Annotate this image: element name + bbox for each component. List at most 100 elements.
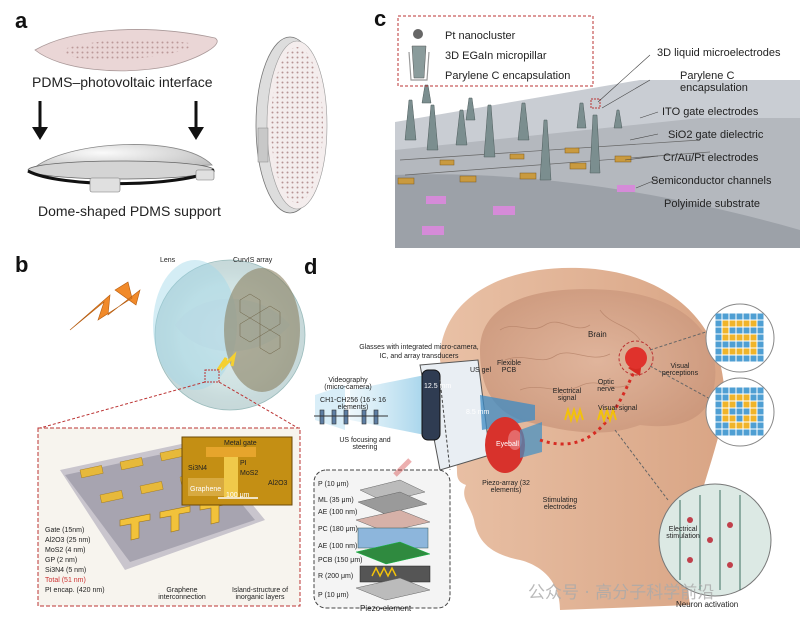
label-polyimide: Polyimide substrate [664, 198, 760, 210]
layer-gp: GP (2 nm) [45, 557, 78, 564]
perception-pixel [757, 429, 764, 436]
legend-pt: Pt nanocluster [445, 30, 516, 42]
channels-label: CH1-CH256 (16 × 16 elements) [320, 397, 386, 411]
perception-pixel [750, 408, 757, 415]
incoming-image-glyph [69, 281, 141, 331]
perception-pixel [729, 401, 736, 408]
perception-pixel [743, 401, 750, 408]
perception-pixel [750, 320, 757, 327]
optic-nerve-label: Optic nerve [597, 379, 615, 393]
lens-label: Lens [160, 257, 176, 264]
perception-pixel [736, 429, 743, 436]
visual-cortex-spot [625, 347, 647, 369]
perception-pixel [715, 408, 722, 415]
perception-pixel [750, 355, 757, 362]
piezo-array-label: Piezo-array (32 elements) [482, 480, 530, 494]
perception-pixel [736, 408, 743, 415]
perception-pixel [757, 422, 764, 429]
perception-pixel [736, 394, 743, 401]
perception-pixel [722, 429, 729, 436]
perception-pixel [750, 341, 757, 348]
electrical-stimulation-label: Electrical stimulation [666, 526, 700, 540]
layer-gate: Gate (15nm) [45, 527, 85, 534]
perception-pixel [715, 387, 722, 394]
pz-layer-pc: PC (180 μm) [318, 526, 358, 533]
perception-pixel [729, 429, 736, 436]
perception-pixel [750, 401, 757, 408]
perception-pixel [729, 408, 736, 415]
label-parylene: Parylene C encapsulation [680, 70, 748, 94]
perception-pixel [729, 334, 736, 341]
perception-pixel [722, 415, 729, 422]
inset-metal-gate: Metal gate [224, 440, 257, 447]
layer-si3n4: Si3N4 (5 nm) [45, 567, 87, 574]
perception-pixel [736, 355, 743, 362]
perception-pixel [722, 422, 729, 429]
perception-pixel [743, 387, 750, 394]
perception-pixel [715, 334, 722, 341]
inset-scale: 100 μm [226, 492, 250, 499]
perception-pixel [722, 394, 729, 401]
dim-8-5mm: 8.5 mm [466, 409, 490, 416]
panel-b-letter: b [15, 252, 29, 277]
perception-pixel [722, 320, 729, 327]
pz-layer-ae1: AE (100 nm) [318, 509, 358, 516]
support-label: Dome-shaped PDMS support [38, 203, 221, 219]
panel-a-letter: a [15, 8, 28, 33]
perception-pixel [722, 313, 729, 320]
pz-layer-pcb: PCB (150 μm) [318, 557, 363, 564]
perception-pixel [722, 341, 729, 348]
perception-pixel [743, 348, 750, 355]
perception-pixel [750, 415, 757, 422]
perception-pixel [729, 355, 736, 362]
perception-pixel [715, 341, 722, 348]
panel-c-letter: c [374, 6, 387, 31]
perception-pixel [715, 415, 722, 422]
perception-pixel [722, 408, 729, 415]
perception-pixel [736, 313, 743, 320]
perception-pixel [736, 334, 743, 341]
perception-pixel [757, 313, 764, 320]
perception-pixel [736, 327, 743, 334]
perception-pixel [743, 422, 750, 429]
perception-pixel [743, 320, 750, 327]
eyeball-label: Eyeball [496, 441, 519, 448]
perception-pixel [722, 334, 729, 341]
perception-pixel [750, 313, 757, 320]
piezo-element-label: Piezo-element [360, 604, 412, 613]
perception-pixel [757, 327, 764, 334]
perception-pixel [750, 394, 757, 401]
perception-pixel [736, 422, 743, 429]
perception-pixel [743, 394, 750, 401]
watermark: 公众号 · 高分子科学前沿 [528, 583, 715, 603]
neuron-activation-circle [658, 483, 772, 597]
label-sio2: SiO2 gate dielectric [668, 129, 764, 141]
perception-pixel [729, 348, 736, 355]
layer-total: Total (51 nm) [45, 577, 86, 584]
perception-pixel [729, 327, 736, 334]
us-gel-label: US gel [470, 367, 492, 374]
brain [480, 289, 716, 433]
electrical-signal-label: Electrical signal [552, 388, 582, 402]
perception-pixel [757, 334, 764, 341]
perception-pixel [757, 401, 764, 408]
legend-egain: 3D EGaIn micropillar [445, 50, 547, 62]
perception-pixel [757, 394, 764, 401]
perception-pixel [757, 320, 764, 327]
perception-pixel [757, 341, 764, 348]
graphene-interconnect-label: Graphene interconnection [158, 587, 206, 601]
perception-pixel [729, 415, 736, 422]
perception-pixel [757, 415, 764, 422]
perception-pixel [715, 394, 722, 401]
inset-al2o3: Al2O3 [268, 480, 288, 487]
pz-layer-p-top: P (10 μm) [318, 481, 349, 488]
perception-pixel [715, 313, 722, 320]
perception-pixel [743, 341, 750, 348]
perception-pixel [757, 348, 764, 355]
inset-si3n4: Si3N4 [188, 465, 208, 472]
curvis-label: CurvIS array [233, 257, 273, 264]
legend-box [397, 15, 594, 87]
